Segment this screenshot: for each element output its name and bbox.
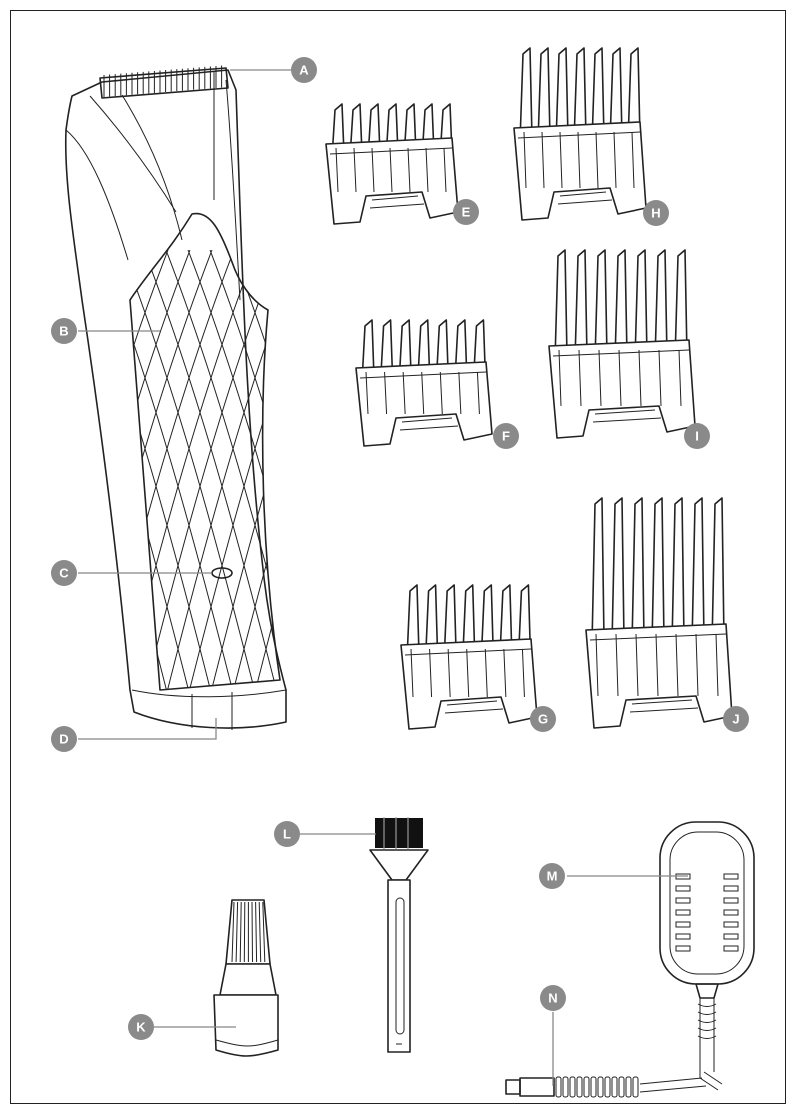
label-K: K: [136, 1020, 146, 1035]
cleaning-brush: [369, 817, 429, 1053]
clipper-blade: [99, 65, 229, 99]
callout-I: I: [684, 423, 710, 449]
callout-G: G: [530, 706, 556, 732]
label-L: L: [283, 827, 291, 842]
hair-clipper: [64, 65, 287, 730]
label-F: F: [502, 429, 510, 444]
callout-D: D: [51, 726, 77, 752]
label-H: H: [651, 206, 660, 221]
callout-N: N: [540, 985, 566, 1011]
cleaning-brush-small: [213, 899, 279, 1057]
label-G: G: [538, 712, 548, 727]
power-switch: [211, 567, 233, 579]
callout-K: K: [128, 1014, 154, 1040]
callout-M: M: [539, 863, 565, 889]
label-M: M: [547, 869, 558, 884]
callout-L: L: [274, 821, 300, 847]
comb-G: [400, 584, 538, 730]
callout-J: J: [723, 706, 749, 732]
callout-B: B: [51, 318, 77, 344]
label-J: J: [732, 712, 739, 727]
leader-lines: [78, 69, 688, 1086]
label-A: A: [299, 63, 309, 78]
callout-H: H: [643, 200, 669, 226]
comb-F: [355, 319, 493, 447]
comb-E: [325, 103, 459, 225]
clipper-grip: [129, 212, 281, 691]
label-D: D: [59, 732, 68, 747]
label-I: I: [695, 429, 699, 444]
comb-I: [548, 249, 696, 439]
clipper-body: [64, 69, 287, 729]
callout-F: F: [493, 423, 519, 449]
label-E: E: [462, 205, 471, 220]
label-B: B: [59, 324, 68, 339]
label-C: C: [59, 566, 69, 581]
comb-H: [513, 47, 647, 221]
power-adapter: [659, 821, 755, 1091]
label-N: N: [548, 991, 557, 1006]
power-cable-plug: [505, 1076, 707, 1098]
callout-A: A: [291, 57, 317, 83]
callout-E: E: [453, 199, 479, 225]
comb-J: [585, 497, 733, 729]
diagram-frame: [10, 10, 786, 1104]
callout-C: C: [51, 560, 77, 586]
